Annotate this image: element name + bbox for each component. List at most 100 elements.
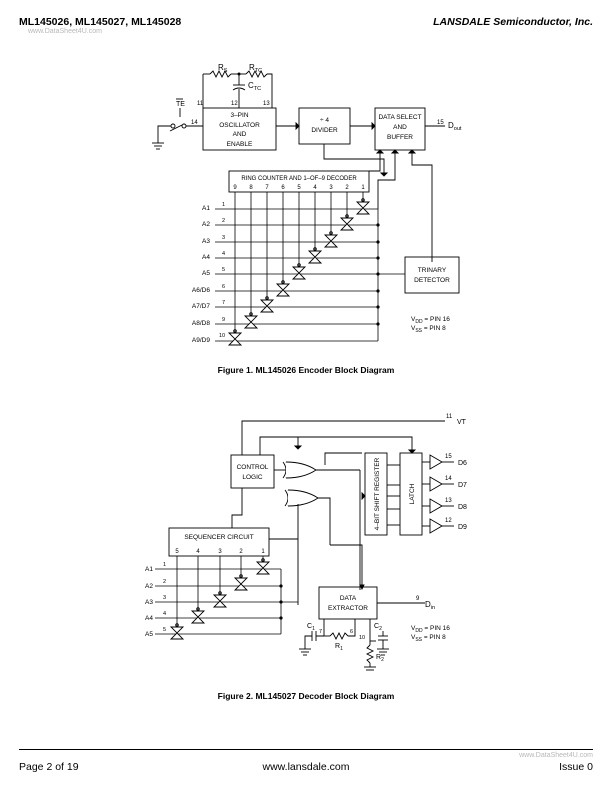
transmission-gate-5 (291, 263, 307, 280)
svg-text:6: 6 (222, 284, 225, 290)
transmission-gate-6 (275, 280, 291, 297)
svg-text:5: 5 (297, 185, 301, 191)
svg-text:BUFFER: BUFFER (387, 134, 413, 141)
divider-block (298, 107, 351, 145)
shift-register-block (364, 452, 388, 536)
svg-text:5: 5 (222, 267, 225, 273)
footer-website-link[interactable]: www.lansdale.com (262, 761, 350, 773)
svg-text:4–BIT SHIFT REGISTER: 4–BIT SHIFT REGISTER (374, 457, 381, 530)
output-buffer-d9 (422, 518, 454, 534)
svg-text:6: 6 (350, 629, 353, 635)
svg-text:CTC: CTC (248, 81, 261, 92)
dec-transmission-gate-4 (190, 607, 206, 624)
svg-text:2: 2 (163, 579, 166, 585)
svg-text:A5: A5 (145, 631, 153, 638)
control-logic-block (230, 454, 275, 489)
figure2-caption: Figure 2. ML145027 Decoder Block Diagram (217, 691, 395, 701)
trinary-detector-block (404, 256, 460, 294)
svg-text:7: 7 (265, 185, 269, 191)
svg-text:VSS = PIN 8: VSS = PIN 8 (411, 325, 446, 334)
svg-text:5: 5 (175, 549, 179, 555)
svg-text:DATA: DATA (340, 595, 357, 602)
svg-text:14: 14 (191, 120, 198, 126)
dec-transmission-gate-2 (233, 574, 249, 591)
svg-text:14: 14 (445, 476, 452, 482)
svg-text:1: 1 (222, 202, 225, 208)
svg-text:12: 12 (231, 101, 238, 107)
svg-text:LOGIC: LOGIC (242, 474, 263, 481)
svg-text:3: 3 (163, 595, 166, 601)
svg-text:LATCH: LATCH (409, 483, 416, 504)
svg-text:4: 4 (313, 185, 317, 191)
rtc-resistor (245, 69, 268, 79)
transmission-gate-4 (307, 247, 323, 264)
footer-issue: Issue 0 (559, 761, 593, 773)
svg-text:A8/D8: A8/D8 (192, 320, 210, 327)
svg-text:A6/D6: A6/D6 (192, 287, 210, 294)
svg-text:DIVIDER: DIVIDER (311, 127, 338, 134)
xor-gate-2 (284, 489, 319, 507)
svg-text:EXTRACTOR: EXTRACTOR (328, 605, 368, 612)
svg-text:4: 4 (163, 611, 166, 617)
svg-text:3: 3 (218, 549, 222, 555)
svg-text:A2: A2 (202, 221, 210, 228)
svg-text:VSS = PIN 8: VSS = PIN 8 (411, 634, 446, 643)
transmission-gate-1 (355, 198, 371, 215)
svg-text:RING COUNTER AND 1–OF–9 DECODE: RING COUNTER AND 1–OF–9 DECODER (241, 176, 357, 182)
figure1-caption: Figure 1. ML145026 Encoder Block Diagram (217, 365, 395, 375)
svg-text:A4: A4 (202, 254, 210, 261)
transmission-gate-2 (339, 214, 355, 231)
sequencer-circuit-block (168, 527, 270, 557)
svg-text:5: 5 (163, 627, 166, 633)
svg-text:1: 1 (361, 185, 365, 191)
watermark-bottom: www.DataSheet4U.com (519, 752, 593, 759)
svg-text:D6: D6 (458, 460, 467, 467)
svg-text:13: 13 (445, 498, 452, 504)
svg-text:D8: D8 (458, 504, 467, 511)
svg-text:A1: A1 (145, 566, 153, 573)
svg-text:C1: C1 (307, 623, 315, 632)
svg-text:2: 2 (222, 218, 225, 224)
xor-gate-1 (282, 461, 317, 479)
output-buffer-d6 (422, 454, 454, 470)
svg-text:DATA SELECT: DATA SELECT (378, 114, 421, 121)
transmission-gate-7 (259, 296, 275, 313)
svg-text:9: 9 (222, 317, 225, 323)
figure1-encoder-diagram: RS RTC CTC 11 12 13 TE 14 3–PIN OSCILLAT… (152, 63, 462, 346)
latch-block (399, 452, 423, 536)
output-buffer-d7 (422, 476, 454, 492)
svg-text:A4: A4 (145, 615, 153, 622)
svg-text:A3: A3 (202, 238, 210, 245)
svg-text:SEQUENCER CIRCUIT: SEQUENCER CIRCUIT (184, 534, 253, 541)
watermark-top: www.DataSheet4U.com (28, 28, 102, 35)
svg-text:2: 2 (345, 185, 349, 191)
r1-resistor (329, 631, 349, 641)
svg-text:1: 1 (163, 562, 166, 568)
svg-text:3–PIN: 3–PIN (230, 112, 248, 119)
svg-text:11: 11 (197, 101, 204, 107)
svg-text:10: 10 (359, 635, 365, 641)
svg-text:Dout: Dout (448, 121, 462, 132)
transmission-gate-9 (227, 329, 243, 346)
svg-text:A5: A5 (202, 270, 210, 277)
svg-text:TE: TE (176, 101, 185, 108)
footer-divider (19, 749, 593, 750)
svg-text:VDD = PIN 16: VDD = PIN 16 (411, 625, 450, 634)
svg-text:9: 9 (233, 185, 237, 191)
svg-text:10: 10 (219, 333, 225, 339)
svg-text:AND: AND (393, 124, 407, 131)
svg-text:AND: AND (233, 131, 247, 138)
svg-text:A9/D9: A9/D9 (192, 337, 210, 344)
svg-text:2: 2 (239, 549, 243, 555)
svg-text:A1: A1 (202, 205, 210, 212)
svg-text:TRINARY: TRINARY (418, 267, 447, 274)
dec-transmission-gate-3 (212, 591, 228, 608)
svg-text:8: 8 (249, 185, 253, 191)
svg-text:A3: A3 (145, 599, 153, 606)
svg-text:A2: A2 (145, 583, 153, 590)
svg-text:R2: R2 (376, 654, 384, 663)
r2-resistor (365, 644, 375, 664)
svg-text:Din: Din (425, 600, 435, 611)
svg-text:VT: VT (457, 419, 467, 426)
rs-resistor (209, 69, 232, 79)
